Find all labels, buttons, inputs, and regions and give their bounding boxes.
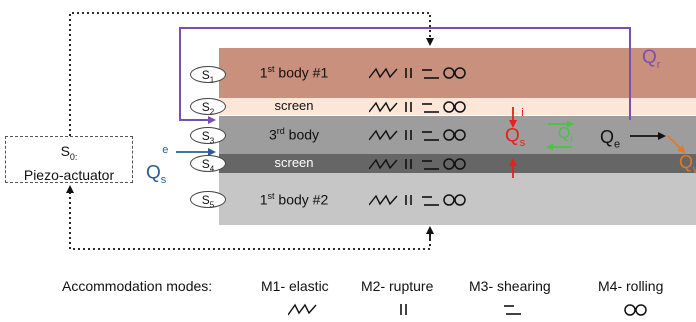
external-flow-label: Qe [600,127,621,151]
screen-bottom-layer [219,154,696,173]
first-body-2-layer [219,173,696,225]
wear-flow-arrow [667,135,686,154]
legend-mode-rolling: M4- rolling [598,278,664,294]
piezo-actuator-box: S0: Piezo-actuator [5,136,133,183]
screen-top-label: screen [274,98,314,113]
double-bar-icon [400,304,407,315]
site-s4: S4 [190,155,226,173]
layer-2-mode-symbols [369,101,466,113]
legend-mode-shearing: M3- shearing [469,278,551,294]
first-body-2-label: 1st body #2 [259,191,329,208]
legend-mode-elastic: M1- elastic [261,278,329,294]
internal-flow-label: Qi [558,125,573,146]
site-s1: S1 [190,66,226,84]
recirculation-flow-path [179,27,631,124]
third-body-label: 3rd body [268,126,320,143]
site-s3: S3 [190,127,226,145]
actuator-site-label: S0: [60,143,78,162]
layer-1-mode-symbols [369,67,466,79]
actuator-link-top [69,12,434,136]
first-body-1-label: 1st body #1 [259,64,329,81]
legend-title: Accommodation modes: [62,278,213,294]
layer-4-mode-symbols [369,158,466,170]
screen-bottom-label: screen [274,155,314,170]
double-circle-icon [624,304,647,316]
internal-source-label: Qsi [505,107,526,150]
zigzag-icon [288,303,317,316]
screen-top-layer [219,98,696,115]
external-source-label: Qse [146,144,169,187]
wear-flow-label: Qw [679,152,696,176]
layer-5-mode-symbols [369,194,466,206]
legend-mode-rupture: M2- rupture [361,278,434,294]
shear-lines-icon [504,305,521,315]
site-s5: S5 [190,191,226,209]
actuator-name: Piezo-actuator [23,166,115,183]
layer-3-mode-symbols [369,129,466,141]
first-body-1-layer [219,48,696,98]
site-s2: S2 [190,98,226,116]
third-body-layer [219,116,696,154]
recirculation-label: Qr [642,47,661,71]
actuator-link-bottom [66,185,431,250]
